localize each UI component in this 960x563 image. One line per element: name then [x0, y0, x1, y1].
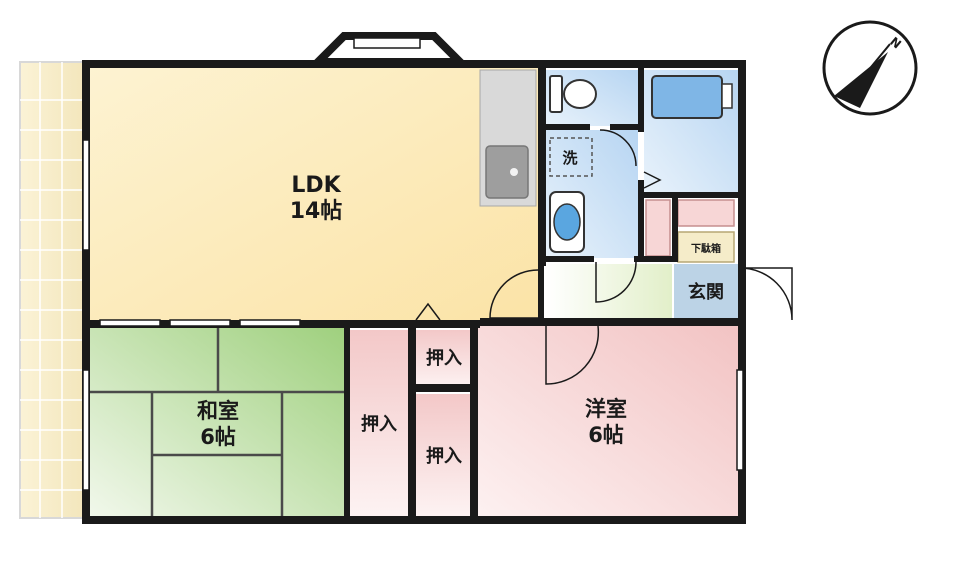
- oshiire-main-closet: [348, 330, 410, 518]
- oshiire-main-label: 押入: [361, 413, 397, 435]
- toilet-icon: [549, 75, 597, 113]
- oshiire-upper-label: 押入: [426, 347, 462, 369]
- genkan-label: 玄関: [688, 281, 724, 303]
- oshiire-lower-closet: [416, 394, 472, 518]
- genkan-area: [674, 264, 738, 320]
- bay-window: [308, 32, 470, 66]
- ldk-room: [88, 66, 540, 324]
- washer-label: 洗: [562, 149, 577, 167]
- balcony: [19, 61, 85, 519]
- doors: [415, 129, 793, 385]
- compass: N: [822, 20, 918, 116]
- oshiire-upper-closet: [416, 330, 472, 388]
- youshitsu-size: 6帖: [588, 423, 624, 447]
- washitsu-label: 和室: [197, 399, 239, 423]
- sink-icon: [485, 145, 529, 199]
- storage-pink-wide: [677, 199, 735, 227]
- ldk-label: LDK: [291, 173, 341, 198]
- washitsu-room: [88, 328, 344, 518]
- compass-arrow-icon: [834, 43, 891, 108]
- washbasin-icon: [549, 191, 585, 253]
- shoebox-label: 下駄箱: [691, 242, 721, 255]
- washitsu-size: 6帖: [200, 425, 236, 449]
- bathtub-icon: [651, 75, 733, 119]
- tatami-lines: [88, 328, 344, 518]
- ldk-size: 14帖: [290, 199, 343, 224]
- washing-machine-icon: [549, 137, 593, 177]
- windows: [82, 139, 744, 491]
- storage-pink-small: [645, 199, 671, 257]
- youshitsu-room: [478, 326, 740, 518]
- youshitsu-label: 洋室: [585, 397, 627, 421]
- oshiire-lower-label: 押入: [426, 445, 462, 467]
- hall-area: [546, 264, 672, 320]
